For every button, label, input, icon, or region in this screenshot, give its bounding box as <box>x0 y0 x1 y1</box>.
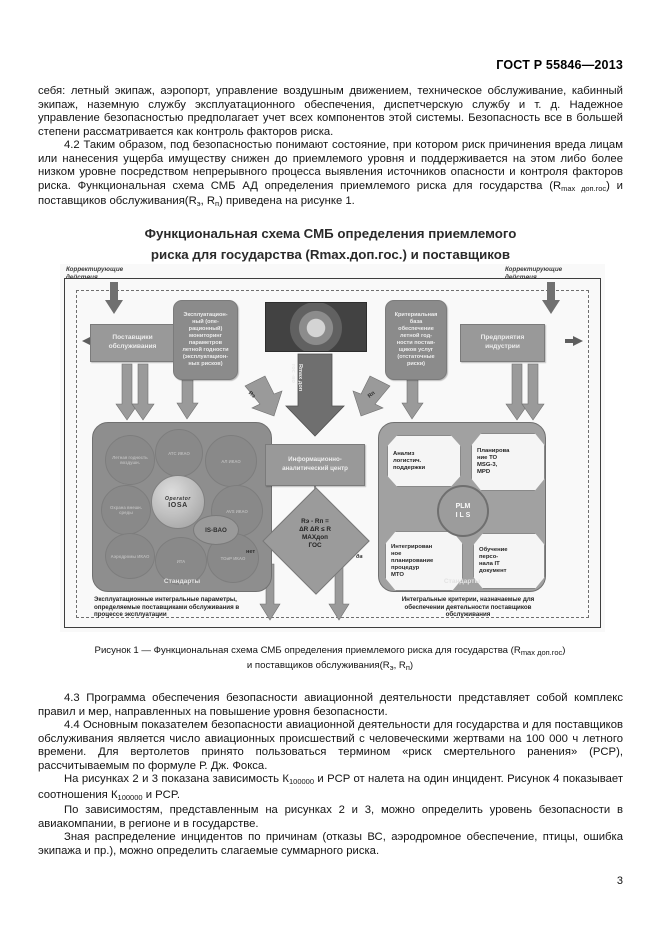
diagram-canvas: Корректирующие действия Корректирующие д… <box>60 264 605 632</box>
box-industry-enterprises[interactable]: Предприятия индустрии <box>460 324 545 362</box>
paragraph-intro: себя: летный экипаж, аэропорт, управлени… <box>38 85 623 138</box>
decision-line-2: ΔR ΔR ≤ R <box>299 526 331 533</box>
page-number: 3 <box>616 875 623 887</box>
standard-header: ГОСТ Р 55846—2013 <box>496 58 623 72</box>
cluster-node[interactable]: ATC ИКАО <box>155 429 203 477</box>
left-standards-label: Стандарты <box>163 578 201 585</box>
paragraph-4-2: 4.2 Таким образом, под безопасностью пон… <box>38 139 623 209</box>
decision-label-no: нет <box>246 549 256 555</box>
figure-caption: Рисунок 1 — Функциональная схема СМБ опр… <box>60 645 600 674</box>
iosa-brand-label: Operator <box>165 495 191 502</box>
diagram-dashed-frame <box>76 290 589 618</box>
paragraph-4-4: 4.4 Основным показателем безопасности ав… <box>38 719 623 772</box>
box-airworthiness-criteria[interactable]: Критериальная база обеспечение летной го… <box>385 300 447 380</box>
decision-label-yes: да <box>356 554 363 560</box>
cluster-node[interactable]: Анализ логистич. поддержки <box>387 435 461 487</box>
right-cluster-note: Интегральные критерии, назначаемые для о… <box>401 596 535 619</box>
right-standards-cluster: Анализ логистич. поддержки Планирова ние… <box>378 422 546 592</box>
diagram-outer-frame <box>64 278 601 628</box>
body-text-bottom: 4.3 Программа обеспечения безопасности а… <box>38 692 623 859</box>
left-cluster-note: Эксплуатационные интегральные параметры,… <box>94 596 240 619</box>
paragraph-incident-distribution: Зная распределение инцидентов по причина… <box>38 831 623 858</box>
cluster-node[interactable]: Аэродромы ИКАО <box>105 533 155 579</box>
box-operational-monitoring[interactable]: Эксплуатацион- ный (опе- рационный) мони… <box>173 300 238 380</box>
state-emblem-icon <box>265 302 367 352</box>
left-standards-cluster: Летная годность воздушн. ATC ИКАО АЛ ИКА… <box>92 422 272 592</box>
decision-line-4: ГОС <box>308 542 322 549</box>
cluster-node[interactable]: ИТА <box>155 537 207 585</box>
plm-ils-center-node[interactable]: PLM I L S <box>437 485 489 537</box>
cluster-node[interactable]: Планирова ние ТО MSG-3, MPD <box>471 433 545 491</box>
iosa-label: IOSA <box>168 501 188 509</box>
cluster-node[interactable]: Летная годность воздушн. <box>105 435 155 485</box>
paragraph-4-3: 4.3 Программа обеспечения безопасности а… <box>38 692 623 718</box>
decision-line-3: MAXдоп <box>301 534 329 541</box>
cluster-node[interactable]: АЛ ИКАО <box>205 435 257 487</box>
cluster-node[interactable]: Охрана внешн. среды <box>101 485 151 535</box>
corrective-action-left-label: Корректирующие действия <box>66 266 124 281</box>
iosa-center-node[interactable]: Operator IOSA <box>151 475 205 529</box>
box-information-analytical-center[interactable]: Информационно- аналитический центр <box>265 444 365 486</box>
is-bao-node[interactable]: IS-BAO <box>193 515 239 545</box>
paragraph-safety-level: По зависимостям, представленным на рисун… <box>38 804 623 830</box>
box-service-providers[interactable]: Поставщики обслуживания <box>90 324 175 362</box>
decision-line-1: Rэ - Rп = <box>301 518 329 525</box>
figure-title-line-1: Функциональная схема СМБ определения при… <box>144 226 517 241</box>
cluster-node[interactable]: Интегрирован ное планирование процедур М… <box>385 531 463 591</box>
body-text-top: себя: летный экипаж, аэропорт, управлени… <box>38 85 623 211</box>
arrow-label-rmax: Rmax доп гос -во <box>290 364 303 392</box>
figure-title-line-2: риска для государства (Rmax.доп.гос.) и … <box>150 246 511 262</box>
cluster-node[interactable]: Обучение персо- нала IT документ <box>473 533 545 589</box>
figure-caption-line-1: Рисунок 1 — Функциональная схема СМБ опр… <box>94 645 566 657</box>
paragraph-figures-2-3: На рисунках 2 и 3 показана зависимость К… <box>38 773 624 802</box>
figure-1: Функциональная схема СМБ определения при… <box>38 222 623 637</box>
decision-diamond-text: Rэ - Rп = ΔR ΔR ≤ R MAXдоп ГОС <box>265 518 365 550</box>
right-standards-label: Стандарты <box>443 578 481 585</box>
figure-caption-line-2: и поставщиков обслуживания(Rэ, Rп) <box>246 659 414 672</box>
corrective-action-right-label: Корректирующие действия <box>505 266 563 281</box>
